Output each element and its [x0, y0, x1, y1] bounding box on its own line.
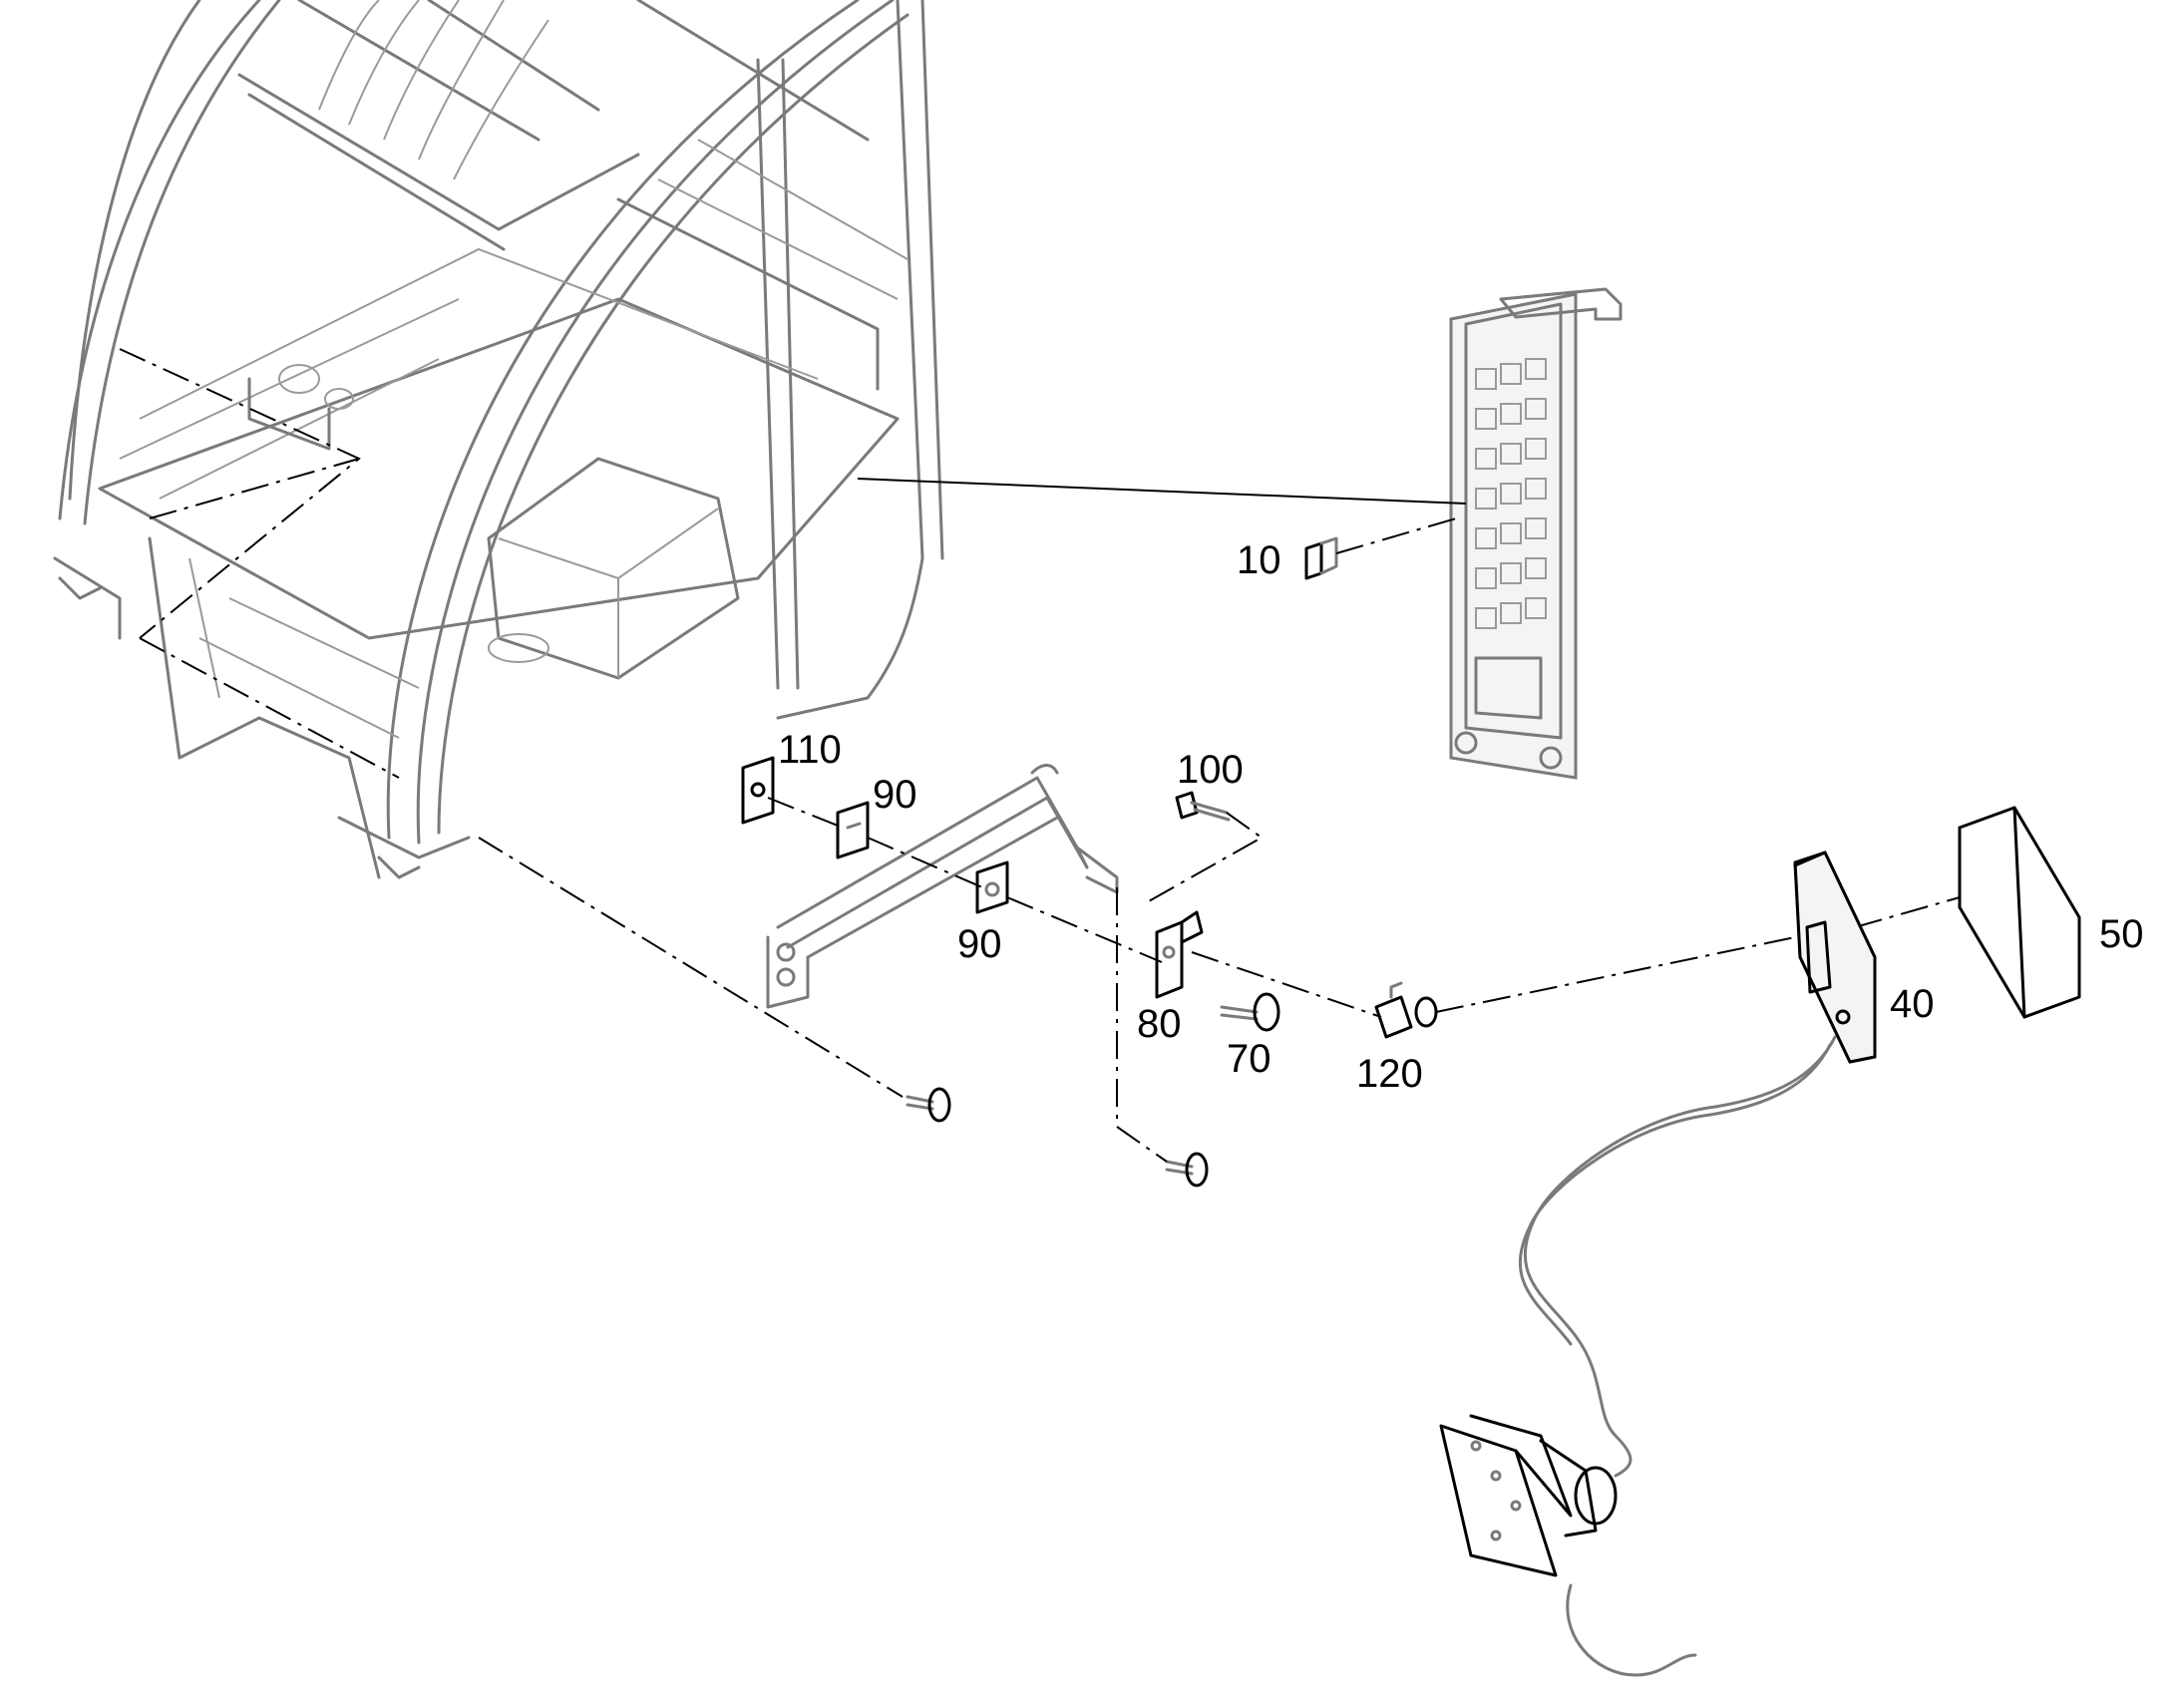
cab-frame — [53, 0, 944, 879]
cable-harness — [1518, 1035, 1837, 1677]
callout-50: 50 — [2099, 912, 2144, 956]
callout-90-upper: 90 — [873, 773, 917, 817]
plate-item-110 — [741, 756, 775, 825]
callout-80: 80 — [1137, 1002, 1182, 1046]
clip-item-90-lower — [975, 860, 1009, 914]
display-item-40 — [1793, 851, 1877, 1064]
callout-100: 100 — [1177, 748, 1244, 792]
mounting-arm — [766, 764, 1119, 1009]
bolt-lower-right — [1165, 1152, 1209, 1188]
bracket-item-80 — [1155, 910, 1204, 999]
callout-70: 70 — [1227, 1037, 1272, 1081]
hood-item-50 — [1958, 806, 2081, 1019]
bolt-lower-left — [906, 1087, 951, 1123]
callout-40: 40 — [1890, 982, 1935, 1026]
clip-item-90-upper — [836, 801, 870, 859]
knob-item-70 — [1220, 992, 1280, 1032]
callout-120: 120 — [1356, 1052, 1423, 1096]
fuse-item-10 — [1304, 536, 1338, 580]
callout-110: 110 — [778, 728, 842, 772]
leader-lines — [119, 348, 1961, 1163]
control-module — [1439, 1414, 1618, 1577]
callout-10: 10 — [1237, 538, 1281, 582]
fuse-board — [1449, 287, 1623, 780]
callout-90-lower: 90 — [957, 922, 1002, 966]
bolt-item-100 — [1175, 791, 1231, 822]
clamp-item-120 — [1374, 981, 1438, 1039]
